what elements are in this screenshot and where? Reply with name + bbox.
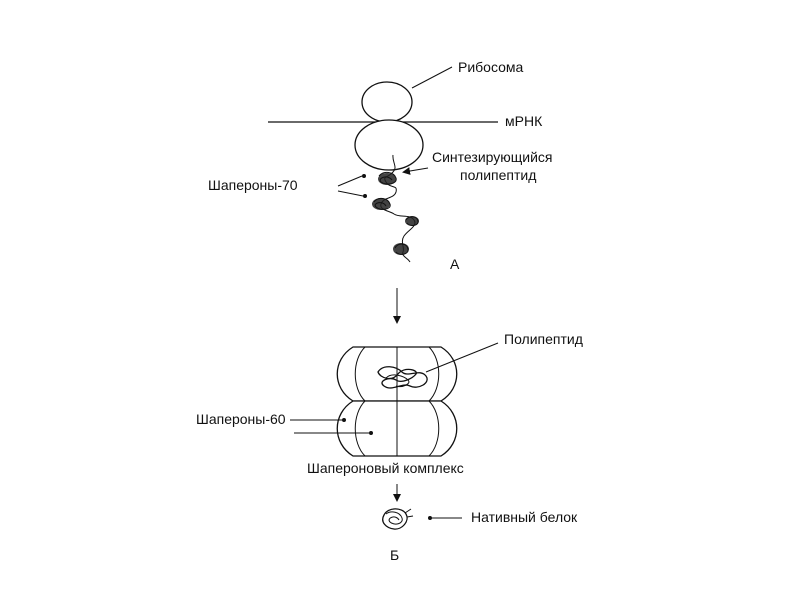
chaperone-complex-barrel (337, 347, 457, 456)
chaperones70-arrow-2 (338, 191, 363, 196)
synthesizing-polypeptide-label-line1: Синтезирующийся (432, 149, 553, 165)
chaperone-complex-label: Шапероновый комплекс (307, 460, 464, 476)
native-protein-label: Нативный белок (471, 509, 578, 525)
chaperones60-label: Шапероны-60 (196, 411, 286, 427)
label-a: А (450, 256, 460, 272)
synthesizing-polypeptide-label-line2: полипептид (460, 167, 536, 183)
chaperones70-label: Шапероны-70 (208, 177, 298, 193)
native-protein-blob (383, 509, 413, 529)
chaperone70-blob-2 (372, 198, 390, 210)
chaperone70-blob-4 (393, 243, 409, 255)
synthesizing-polypeptide-arrow (404, 168, 428, 172)
chaperones60-arrow-1-dot (342, 418, 346, 422)
mrna-label: мРНК (505, 113, 543, 129)
ribosome-leader-line (412, 67, 452, 88)
chaperone70-blob-1 (378, 172, 396, 185)
chaperones60-arrow-2-dot (369, 431, 373, 435)
chaperones70-arrow-1 (338, 176, 362, 186)
label-b: Б (390, 547, 399, 563)
chaperone70-blob-3 (405, 216, 419, 226)
ribosome-small-subunit (362, 82, 412, 122)
ribosome-large-subunit (355, 120, 423, 170)
ribosome-label: Рибосома (458, 59, 524, 75)
polypeptide-label: Полипептид (504, 331, 583, 347)
native-protein-arrow-dot (428, 516, 432, 520)
chaperones70-arrow-1-dot (362, 174, 366, 178)
chaperones70-arrow-2-dot (363, 194, 367, 198)
